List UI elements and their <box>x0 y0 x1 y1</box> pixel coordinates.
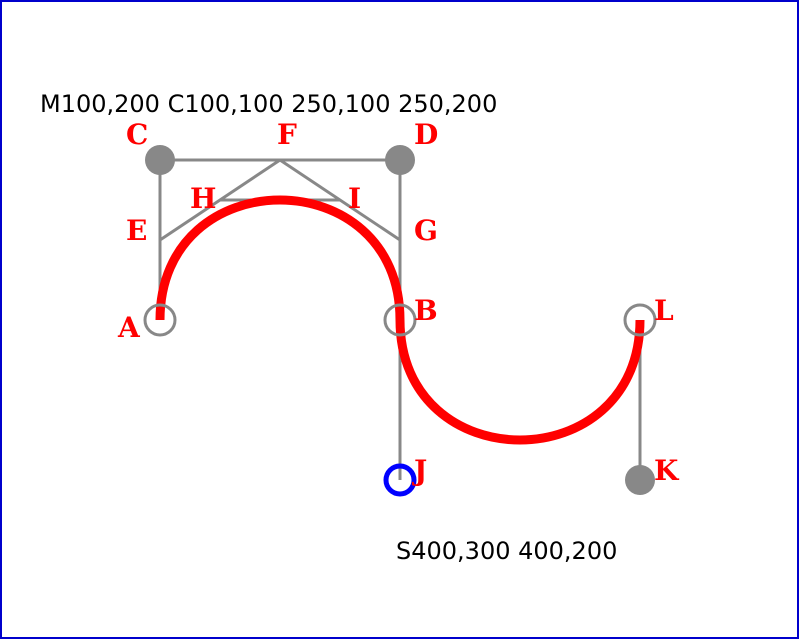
label-c: C <box>126 118 148 151</box>
label-d: D <box>414 118 438 151</box>
label-j: J <box>411 454 427 487</box>
label-k: K <box>654 454 680 487</box>
point-labels: A B C D E F G H I J K L <box>117 118 680 487</box>
end-point-a <box>143 303 177 337</box>
label-g: G <box>414 214 438 247</box>
control-point-c <box>145 145 175 175</box>
label-i: I <box>348 182 361 215</box>
label-b: B <box>414 294 438 327</box>
caption-first-segment: M100,200 C100,100 250,100 250,200 <box>40 90 497 118</box>
label-f: F <box>277 118 297 151</box>
caption-second-segment: S400,300 400,200 <box>396 537 617 565</box>
label-l: L <box>654 294 674 327</box>
label-e: E <box>126 214 147 247</box>
label-h: H <box>190 182 216 215</box>
label-a: A <box>117 311 141 344</box>
control-point-k <box>625 465 655 495</box>
end-point-l <box>623 303 657 337</box>
reflected-control-point-j <box>383 463 417 497</box>
bezier-curve <box>155 195 645 445</box>
control-point-d <box>385 145 415 175</box>
end-point-b <box>383 303 417 337</box>
